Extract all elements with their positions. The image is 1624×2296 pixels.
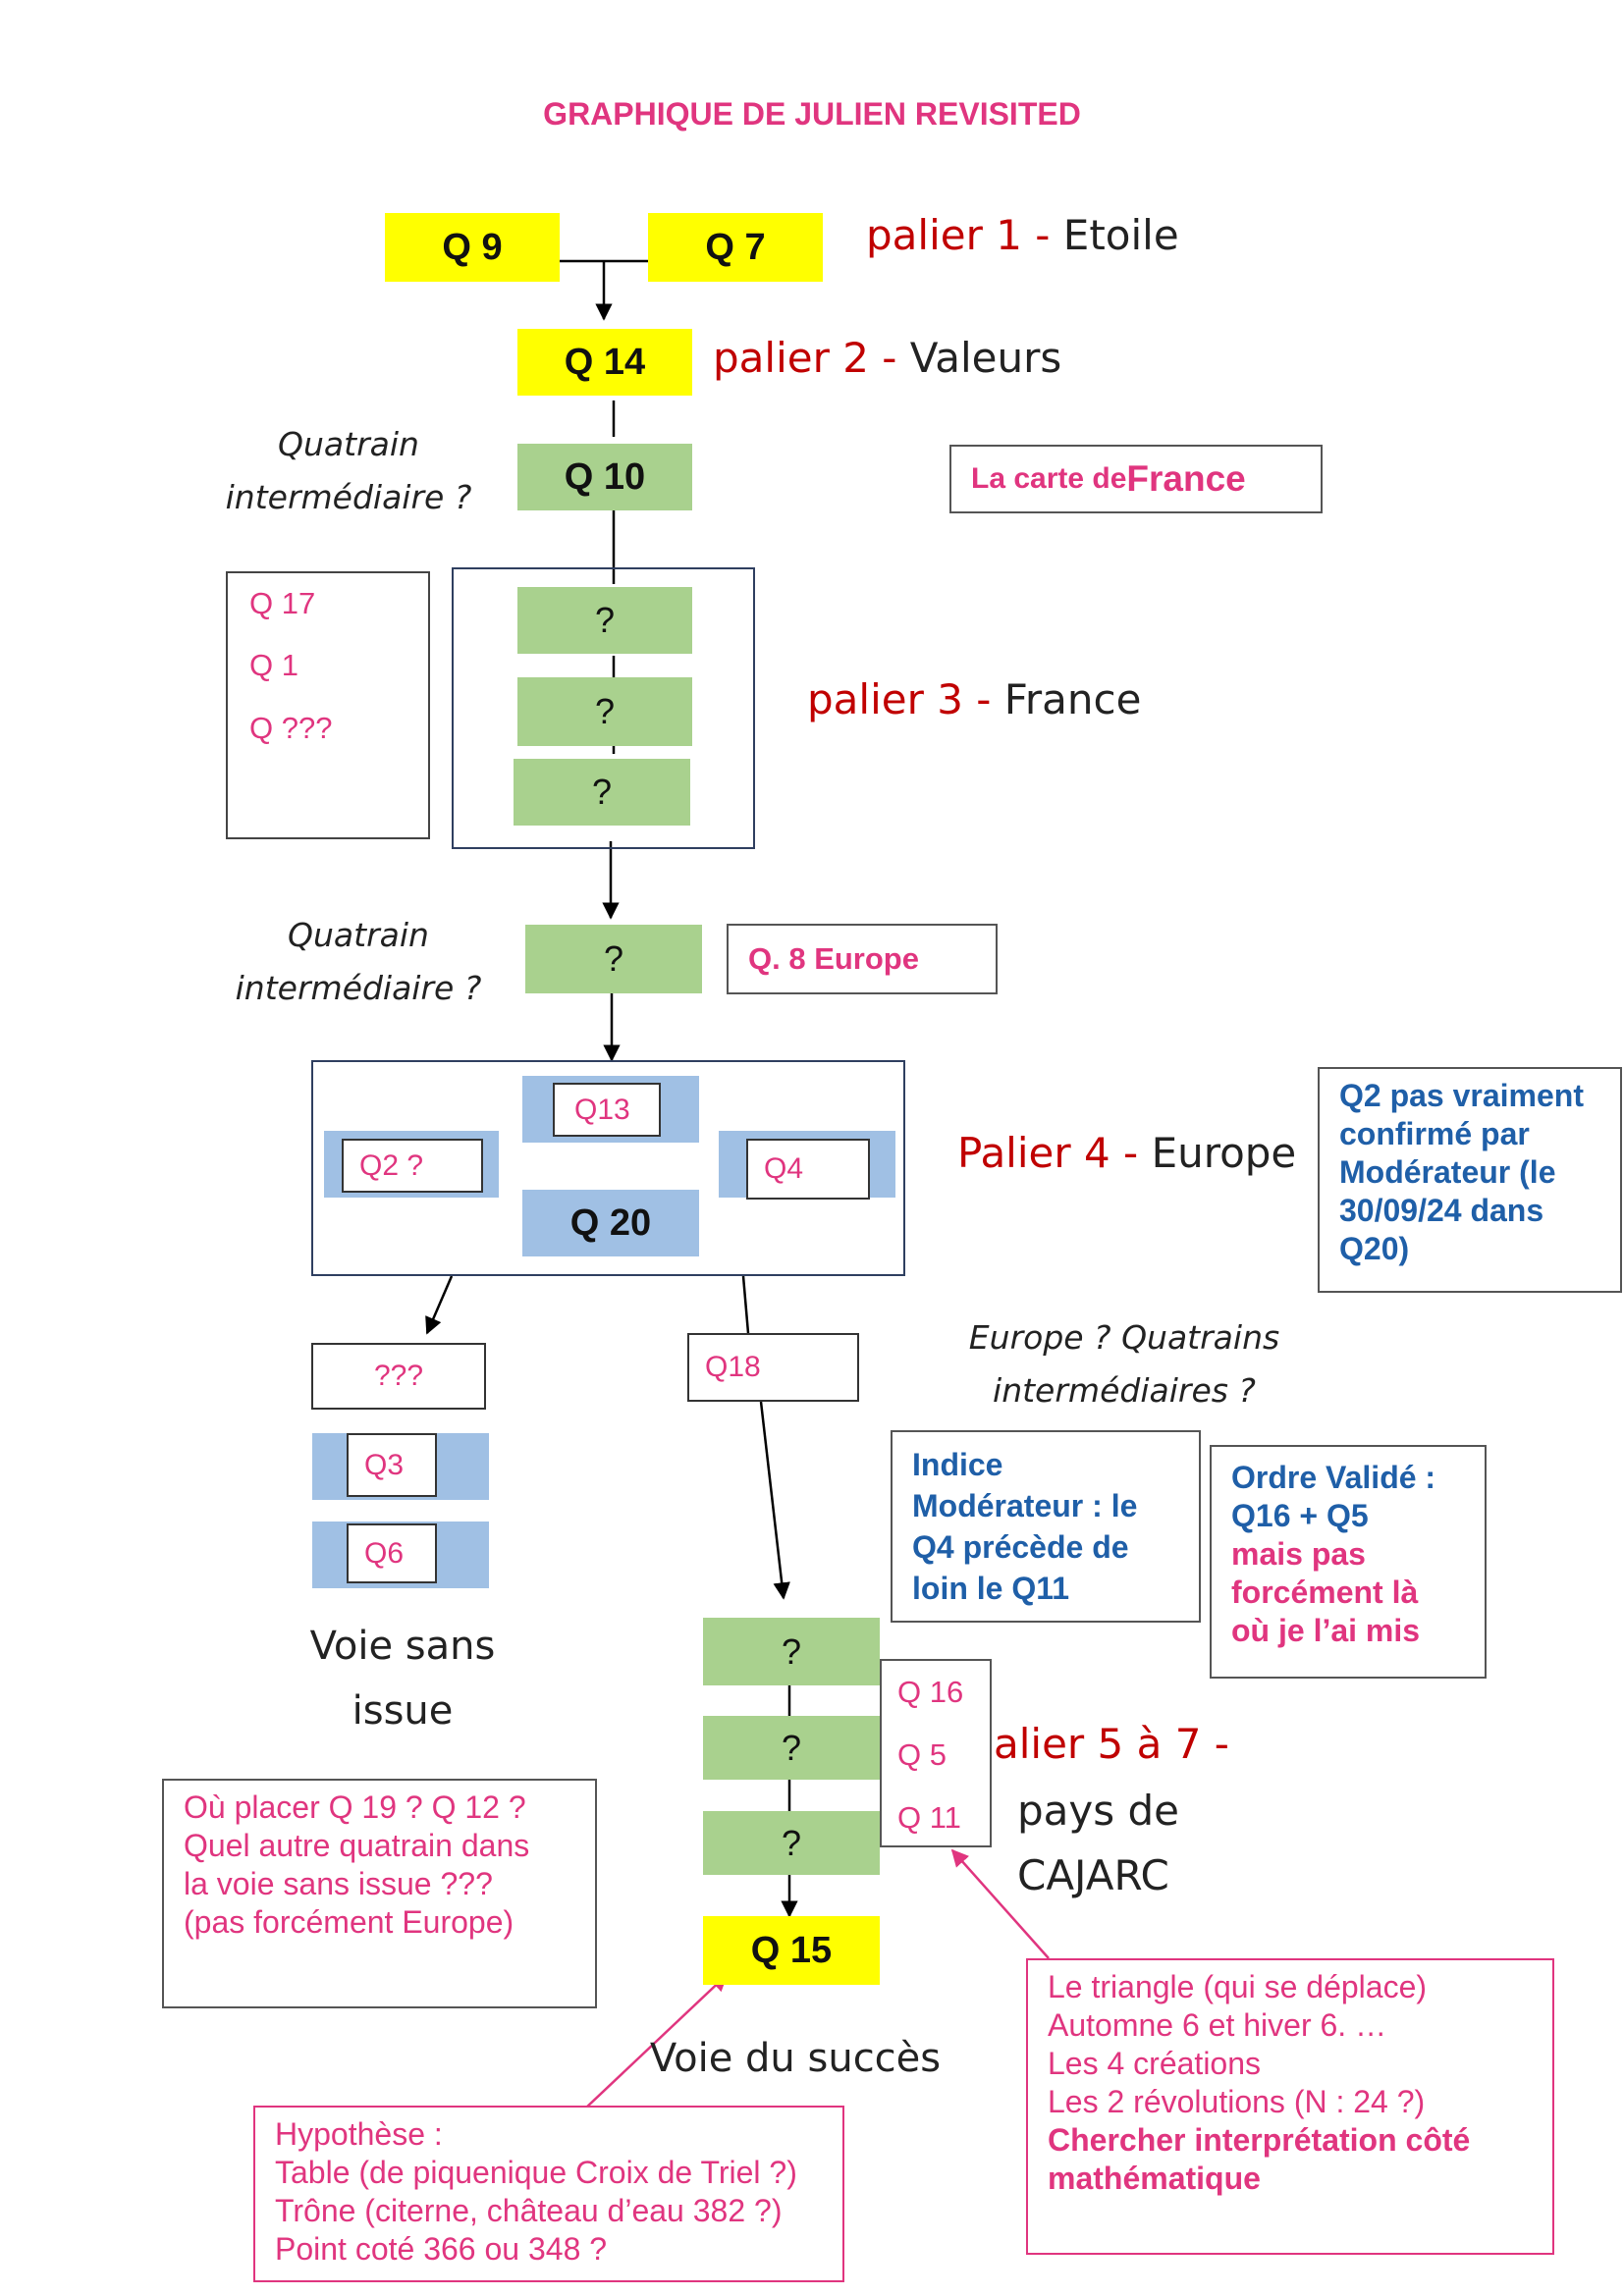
palier-5-label: alier 5 à 7 - [994, 1720, 1229, 1768]
q8-europe-note: Q. 8 Europe [727, 924, 998, 994]
node-q20: Q 20 [522, 1190, 699, 1256]
indice-moderateur-note: Indice Modérateur : le Q4 précède de loi… [891, 1430, 1201, 1623]
node-q3: Q3 [347, 1433, 437, 1497]
node-q2: Q2 ? [342, 1139, 483, 1193]
palier-1-label: palier 1 - Etoile [866, 211, 1179, 259]
node-q6: Q6 [347, 1523, 437, 1583]
palier-5-line3: CAJARC [1017, 1851, 1169, 1899]
side-list-q16: Q 16 Q 5 Q 11 [880, 1659, 992, 1847]
hypothese-note: Hypothèse : Table (de piquenique Croix d… [253, 2106, 844, 2282]
palier-5-line2: pays de [1017, 1787, 1179, 1835]
ordre-valide-note: Ordre Validé : Q16 + Q5 mais pas forcéme… [1210, 1445, 1487, 1679]
q2-moderator-note: Q2 pas vraiment confirmé par Modérateur … [1318, 1067, 1622, 1293]
node-triple-question: ??? [311, 1343, 486, 1410]
node-q13: Q13 [553, 1083, 661, 1137]
palier-3-frame [452, 567, 755, 849]
palier-2-label: palier 2 - Valeurs [713, 334, 1062, 382]
node-q10: Q 10 [517, 444, 692, 510]
palier-3-label: palier 3 - France [807, 675, 1142, 723]
palier-4-label: Palier 4 - Europe [957, 1129, 1297, 1177]
node-q7: Q 7 [648, 213, 823, 282]
node-q4: Q4 [746, 1139, 870, 1200]
node-unknown-g: ? [703, 1811, 880, 1875]
palier-4-frame [311, 1060, 905, 1276]
side-list-q17: Q 17 Q 1 Q ??? [226, 571, 430, 839]
node-unknown-a: ? [517, 587, 692, 654]
node-unknown-e: ? [703, 1618, 880, 1685]
node-q15: Q 15 [703, 1916, 880, 1985]
voie-du-succes-label: Voie du succès [649, 2036, 942, 2081]
node-unknown-b: ? [517, 677, 692, 746]
node-q9: Q 9 [385, 213, 560, 282]
node-unknown-c: ? [514, 759, 690, 826]
node-unknown-d: ? [525, 925, 702, 993]
carte-france-note: La carte de France [949, 445, 1323, 513]
node-unknown-f: ? [703, 1716, 880, 1780]
page-title: GRAPHIQUE DE JULIEN REVISITED [543, 96, 1081, 132]
node-q14: Q 14 [517, 329, 692, 396]
node-q18: Q18 [687, 1333, 859, 1402]
ou-placer-note: Où placer Q 19 ? Q 12 ? Quel autre quatr… [162, 1779, 597, 2008]
triangle-note: Le triangle (qui se déplace) Automne 6 e… [1026, 1958, 1554, 2255]
